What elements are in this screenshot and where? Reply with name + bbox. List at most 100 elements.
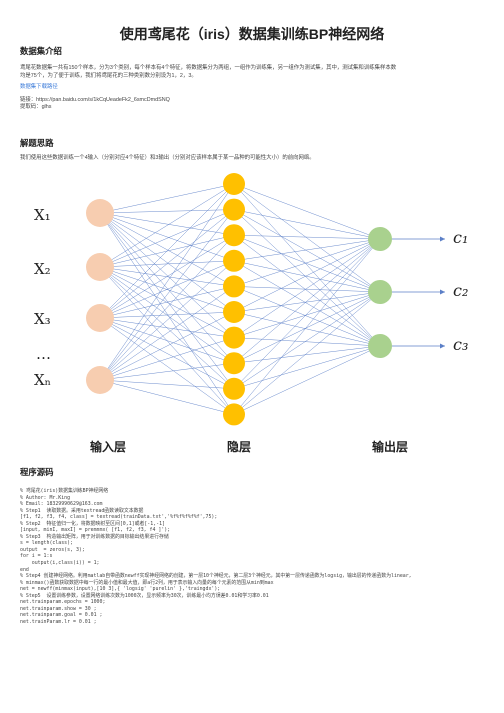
- edge-input-hidden: [99, 212, 235, 364]
- edge-hidden-output: [233, 238, 381, 287]
- output-arrow-head: [440, 289, 445, 295]
- output-layer-label: 输出层: [372, 439, 408, 454]
- edge-hidden-output: [233, 286, 381, 293]
- edge-input-hidden: [99, 379, 235, 415]
- output-label-c3: c₃: [453, 335, 468, 354]
- edge-input-hidden: [99, 212, 235, 313]
- edge-input-hidden: [99, 317, 235, 364]
- section-dataset-intro: 数据集介绍 鸢尾花数据集一共有150个样本，分为3个类别，每个样本有4个特征，将…: [20, 45, 490, 112]
- edge-input-hidden: [99, 286, 235, 381]
- edge-hidden-output: [233, 209, 381, 240]
- dataset-download-link[interactable]: 数据集下载路径: [20, 84, 58, 91]
- edge-hidden-output: [233, 291, 381, 415]
- edge-hidden-output: [233, 238, 381, 389]
- network-nodes: [86, 173, 392, 426]
- edge-input-hidden: [99, 260, 235, 319]
- hidden-node: [223, 173, 245, 195]
- edge-input-hidden: [99, 209, 235, 319]
- code-line: output = zeros(s, 3);: [20, 546, 85, 553]
- edge-input-hidden: [99, 212, 235, 236]
- edge-input-hidden: [99, 212, 235, 262]
- input-label-x1: X₁: [34, 206, 51, 224]
- input-node: [86, 253, 114, 281]
- hidden-node: [223, 301, 245, 323]
- edge-hidden-output: [233, 238, 381, 262]
- code-line: % Step4 创建神经网络。利用matlab自带函数newff实现神经网络的创…: [20, 573, 412, 580]
- edge-hidden-output: [233, 345, 381, 415]
- edge-hidden-output: [233, 238, 381, 415]
- code-line: % Step1 读取数据。采用textread函数读取文本数据: [20, 507, 144, 514]
- output-node: [368, 280, 392, 304]
- edge-input-hidden: [99, 212, 235, 415]
- edge-hidden-output: [233, 234, 381, 293]
- hidden-node: [223, 249, 245, 272]
- edge-hidden-output: [233, 183, 381, 293]
- dataset-link-line[interactable]: 链接：https://pan.baidu.com/s/1kCqUeadeFk2_…: [20, 96, 170, 103]
- edge-input-hidden: [99, 209, 235, 381]
- input-label-x2: X₂: [34, 260, 51, 278]
- edge-input-hidden: [99, 183, 235, 319]
- edge-hidden-output: [233, 291, 381, 313]
- code-line: % Step3 构造输出矩阵，用于对训练数据的目标输出结果进行存储: [20, 533, 169, 540]
- section-heading-source: 程序源码: [20, 467, 54, 477]
- edge-input-hidden: [99, 260, 235, 381]
- code-line: net = newff(minmax(input),[10 3],{ 'logs…: [20, 586, 221, 593]
- edge-hidden-output: [233, 311, 381, 347]
- code-line: [input, minI, maxI] = premnmx( [f1, f2, …: [20, 527, 171, 534]
- edge-input-hidden: [99, 379, 235, 390]
- edge-hidden-output: [233, 234, 381, 240]
- code-line: % Author: Mr.King: [20, 494, 71, 501]
- output-node: [368, 334, 392, 358]
- hidden-node: [223, 377, 245, 400]
- dataset-paragraph-line2: 均是75个，为了便于训练，我们将鸢尾花的三种类别数分别设为1，2，3。: [20, 72, 197, 79]
- edge-hidden-output: [233, 260, 381, 347]
- network-arrows: [392, 236, 445, 349]
- input-label-xn: Xₙ: [34, 371, 51, 389]
- edge-input-hidden: [99, 212, 235, 287]
- edge-input-hidden: [99, 235, 235, 381]
- edge-input-hidden: [99, 311, 235, 319]
- edge-input-hidden: [99, 317, 235, 389]
- dataset-extract-code: 提取码：glhs: [20, 104, 52, 111]
- edge-hidden-output: [233, 345, 381, 364]
- code-line: output(i,class(i)) = 1;: [20, 560, 100, 567]
- edge-input-hidden: [99, 286, 235, 319]
- edge-input-hidden: [99, 235, 235, 319]
- network-edges: [99, 183, 381, 415]
- code-line: % Step5 设置训练参数，设置网络训练次数为1000次，显示频率为30次，训…: [20, 592, 269, 599]
- edge-hidden-output: [233, 238, 381, 313]
- input-node: [86, 304, 114, 332]
- input-node: [86, 199, 114, 227]
- input-label-x3: X₃: [34, 310, 51, 328]
- hidden-node: [223, 352, 245, 375]
- code-line: end: [20, 566, 29, 573]
- edge-input-hidden: [99, 209, 235, 268]
- edge-hidden-output: [233, 238, 381, 364]
- section-heading-approach: 解题思路: [20, 138, 54, 148]
- edge-hidden-output: [233, 291, 381, 389]
- hidden-node: [223, 198, 245, 221]
- edge-input-hidden: [99, 212, 235, 338]
- output-arrow-head: [440, 343, 445, 349]
- code-line: % Step2 特征值归一化，将数据映射至区间[0,1]或者[-1,-1]: [20, 520, 165, 527]
- hidden-node: [223, 326, 245, 349]
- output-label-c1: c₁: [453, 228, 468, 247]
- code-line: % Email: 18329990629@163.com: [20, 501, 490, 508]
- edge-hidden-output: [233, 235, 381, 347]
- edge-hidden-output: [233, 291, 381, 338]
- edge-input-hidden: [99, 212, 235, 389]
- input-layer-label: 输入层: [90, 439, 126, 454]
- edge-hidden-output: [233, 238, 381, 338]
- code-line: net.trainparam.show = 30 ;: [20, 605, 97, 612]
- edge-input-hidden: [99, 317, 235, 415]
- hidden-node: [223, 224, 245, 247]
- code-line: % 鸢尾花(iris)数据集训练BP神经网络: [20, 488, 109, 494]
- hidden-node: [223, 403, 245, 426]
- code-line: % minmax()函数获取数据中每一行的最小值和最大值，即a行2列，用于表示输…: [20, 579, 274, 586]
- section-source-code: 程序源码 % 鸢尾花(iris)数据集训练BP神经网络 % Author: Mr…: [20, 466, 490, 625]
- edge-input-hidden: [99, 311, 235, 381]
- code-line: net.trainParam.lr = 0.01 ;: [20, 618, 97, 625]
- hidden-node: [223, 275, 245, 298]
- edge-hidden-output: [233, 209, 381, 347]
